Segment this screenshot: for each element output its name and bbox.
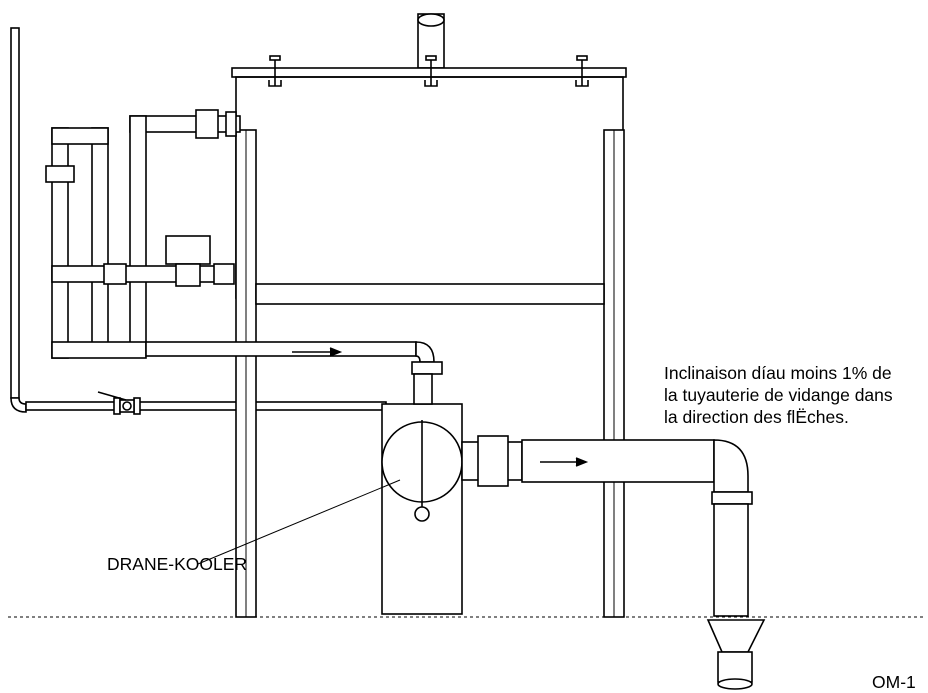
- note-line-1: Inclinaison díau moins 1% de: [664, 363, 892, 383]
- supply-line: [25, 391, 387, 415]
- tank-lid: [231, 67, 627, 78]
- drane-kooler-unit: [381, 373, 463, 615]
- cross-brace: [255, 283, 605, 305]
- lid-clamp-right: [575, 55, 589, 87]
- lid-clamp-center: [424, 55, 438, 87]
- outlet-pipe: [461, 435, 753, 617]
- loop-piping: [45, 109, 241, 359]
- shutoff-valve[interactable]: [122, 401, 132, 411]
- figure-id: OM-1: [872, 672, 916, 692]
- lid-clamp-left: [268, 55, 282, 87]
- drain-line: [145, 341, 443, 375]
- solenoid-valve[interactable]: [165, 235, 235, 287]
- vertical-supply-pipe: [10, 27, 27, 413]
- floor-drain: [706, 619, 766, 690]
- note-line-2: la tuyauterie de vidange dans: [664, 385, 893, 405]
- vent-pipe: [417, 13, 445, 69]
- note-line-3: la direction des flËches.: [664, 407, 849, 427]
- tank-body: [235, 76, 624, 299]
- flow-arrow-lower: [540, 457, 589, 467]
- flow-arrow-upper: [292, 347, 343, 357]
- tank-leg-left: [235, 129, 257, 618]
- drane-kooler-label: DRANE-KOOLER: [107, 554, 248, 574]
- slope-note: Inclinaison díau moins 1% de la tuyauter…: [664, 362, 926, 428]
- callout-leader: [197, 479, 401, 565]
- tank-leg-right: [603, 129, 625, 618]
